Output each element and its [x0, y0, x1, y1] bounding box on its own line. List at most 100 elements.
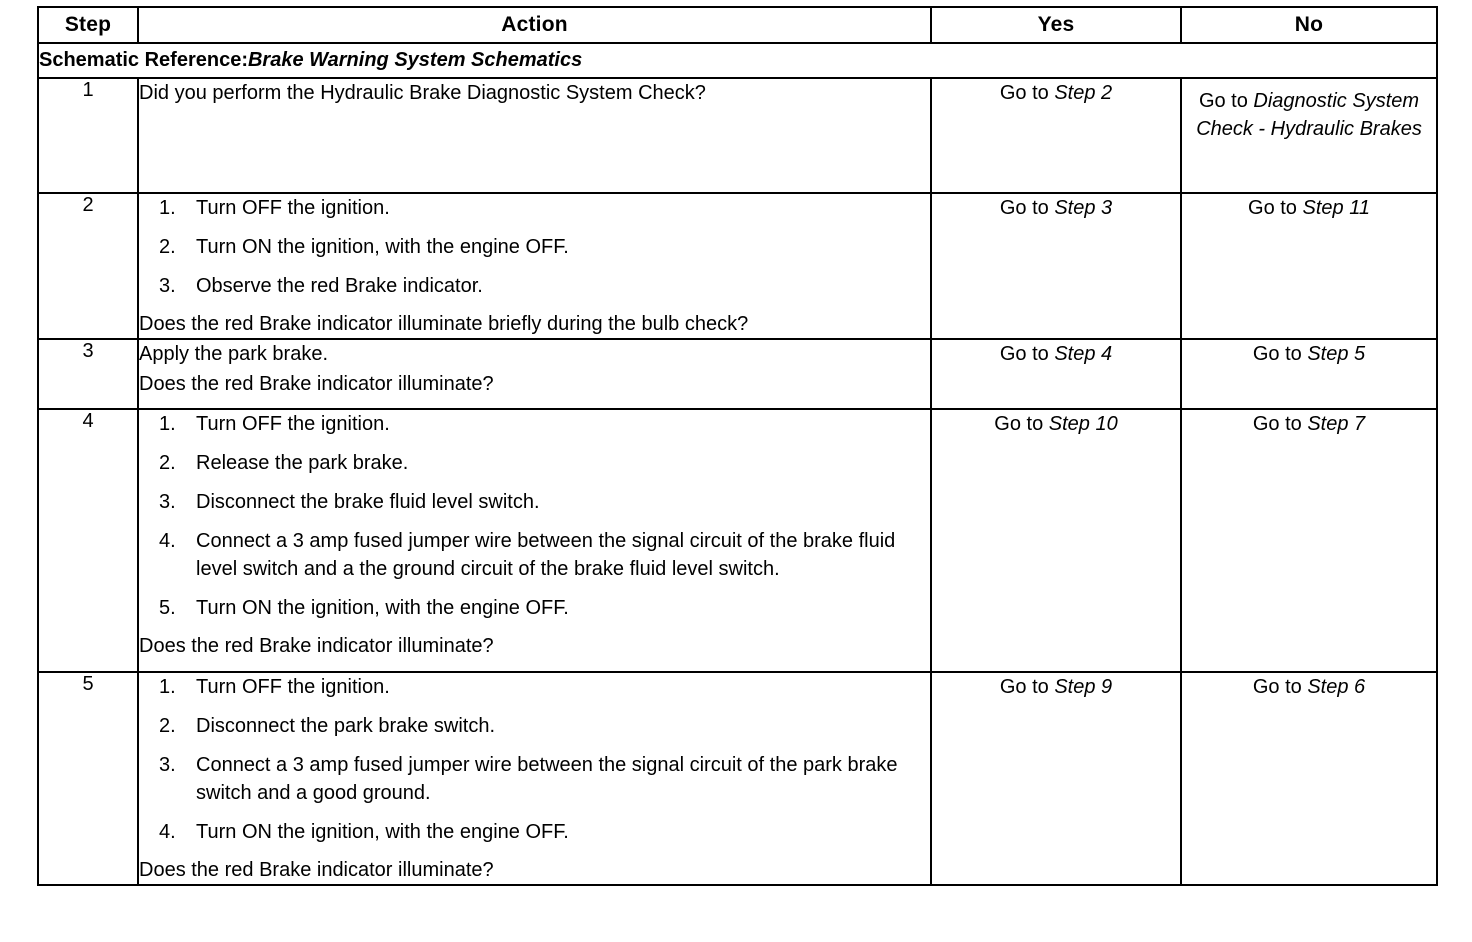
no-goto-target: Step 11	[1302, 197, 1370, 219]
action-question-text: Does the red Brake indicator illuminate?	[139, 859, 494, 881]
action-cell: Did you perform the Hydraulic Brake Diag…	[137, 77, 932, 194]
list-item-number: 3.	[159, 275, 176, 297]
list-item-text: Turn ON the ignition, with the engine OF…	[196, 821, 569, 843]
yes-result-cell: Go to Step 2	[930, 77, 1182, 194]
yes-goto-prefix: Go to	[994, 413, 1049, 435]
list-item-number: 5.	[159, 597, 176, 619]
column-header-no: No	[1180, 6, 1438, 44]
yes-goto-target: Step 2	[1054, 82, 1113, 104]
no-goto-target: Step 7	[1307, 413, 1366, 435]
no-goto-prefix: Go to	[1252, 343, 1308, 365]
list-item-text: Turn OFF the ignition.	[196, 413, 390, 435]
step-number-cell: 4	[37, 408, 139, 673]
list-item: 2. Release the park brake.	[139, 449, 930, 477]
list-item-text: Observe the red Brake indicator.	[196, 275, 483, 297]
no-goto-prefix: Go to	[1198, 90, 1254, 112]
action-cell: 1. Turn OFF the ignition. 2. Turn ON the i…	[137, 192, 932, 340]
no-goto-target: Step 5	[1307, 343, 1366, 365]
no-result-cell: Go to Step 11	[1180, 192, 1438, 340]
list-item: 4. Turn ON the ignition, with the engine …	[139, 818, 930, 846]
action-intro-text: Apply the park brake.	[139, 343, 328, 365]
list-item: 1. Turn OFF the ignition.	[139, 410, 930, 438]
list-item-number: 1.	[159, 413, 176, 435]
action-step-list: 1. Turn OFF the ignition. 2. Turn ON the i…	[139, 194, 930, 300]
yes-goto-prefix: Go to	[999, 82, 1055, 104]
list-item-number: 3.	[159, 491, 176, 513]
step-number-cell: 5	[37, 671, 139, 886]
action-question-text: Does the red Brake indicator illuminate …	[139, 313, 749, 335]
table-row: 4 1. Turn OFF the ignition. 2. Release the…	[37, 408, 1438, 673]
schematic-reference-row: Schematic Reference:Brake Warning System…	[37, 42, 1438, 79]
yes-goto-target: Step 9	[1054, 676, 1113, 698]
no-goto-target: Diagnostic System Check - Hydraulic Brak…	[1196, 90, 1422, 141]
list-item-text: Turn OFF the ignition.	[196, 676, 390, 698]
no-result-cell: Go to Step 6	[1180, 671, 1438, 886]
table-row: 2 1. Turn OFF the ignition. 2. Turn ON the…	[37, 192, 1438, 340]
list-item-text: Turn ON the ignition, with the engine OF…	[196, 597, 569, 619]
list-item: 1. Turn OFF the ignition.	[139, 673, 930, 701]
table-row: 3 Apply the park brake. Does the red Bra…	[37, 338, 1438, 410]
action-step-list: 1. Turn OFF the ignition. 2. Release the p…	[139, 410, 930, 622]
yes-goto-prefix: Go to	[999, 676, 1055, 698]
yes-result-cell: Go to Step 3	[930, 192, 1182, 340]
list-item-text: Disconnect the park brake switch.	[196, 715, 496, 737]
no-goto-prefix: Go to	[1248, 197, 1303, 219]
list-item-text: Connect a 3 amp fused jumper wire betwee…	[196, 530, 896, 580]
action-cell: 1. Turn OFF the ignition. 2. Release the p…	[137, 408, 932, 673]
step-number-cell: 1	[37, 77, 139, 194]
list-item-text: Turn ON the ignition, with the engine OF…	[196, 236, 569, 258]
column-header-yes: Yes	[930, 6, 1182, 44]
yes-goto-target: Step 4	[1054, 343, 1113, 365]
yes-goto-target: Step 10	[1048, 413, 1118, 435]
no-goto-prefix: Go to	[1252, 676, 1308, 698]
step-number-cell: 3	[37, 338, 139, 410]
list-item-text: Release the park brake.	[196, 452, 409, 474]
list-item-number: 2.	[159, 452, 176, 474]
list-item-number: 3.	[159, 754, 176, 776]
yes-goto-target: Step 3	[1054, 197, 1113, 219]
column-header-action: Action	[137, 6, 932, 44]
no-goto-prefix: Go to	[1252, 413, 1308, 435]
list-item: 5. Turn ON the ignition, with the engine …	[139, 594, 930, 622]
list-item: 3. Connect a 3 amp fused jumper wire betw…	[139, 751, 930, 807]
list-item: 3. Observe the red Brake indicator.	[139, 272, 930, 300]
list-item: 4. Connect a 3 amp fused jumper wire betw…	[139, 527, 930, 583]
yes-result-cell: Go to Step 9	[930, 671, 1182, 886]
list-item-number: 1.	[159, 676, 176, 698]
list-item: 3. Disconnect the brake fluid level switc…	[139, 488, 930, 516]
diagnostic-procedure-table: Step Action Yes No Schematic Reference:B…	[37, 6, 1438, 886]
table-header-row: Step Action Yes No	[37, 6, 1438, 44]
yes-goto-prefix: Go to	[999, 197, 1055, 219]
action-question-text: Does the red Brake indicator illuminate?	[139, 635, 494, 657]
action-question-text: Does the red Brake indicator illuminate?	[139, 373, 494, 395]
action-intro-text: Did you perform the Hydraulic Brake Diag…	[139, 82, 706, 104]
list-item-number: 2.	[159, 236, 176, 258]
no-result-cell: Go to Step 7	[1180, 408, 1438, 673]
list-item-number: 4.	[159, 530, 176, 552]
table-row: 5 1. Turn OFF the ignition. 2. Disconnect …	[37, 671, 1438, 886]
no-result-cell: Go to Diagnostic System Check - Hydrauli…	[1180, 77, 1438, 194]
no-result-cell: Go to Step 5	[1180, 338, 1438, 410]
schematic-reference-cell: Schematic Reference:Brake Warning System…	[37, 42, 1438, 79]
step-number-cell: 2	[37, 192, 139, 340]
list-item: 2. Disconnect the park brake switch.	[139, 712, 930, 740]
list-item-text: Disconnect the brake fluid level switch.	[196, 491, 540, 513]
action-cell: 1. Turn OFF the ignition. 2. Disconnect th…	[137, 671, 932, 886]
no-goto-target: Step 6	[1307, 676, 1366, 698]
column-header-step: Step	[37, 6, 139, 44]
list-item-number: 2.	[159, 715, 176, 737]
list-item-number: 1.	[159, 197, 176, 219]
list-item-number: 4.	[159, 821, 176, 843]
list-item: 1. Turn OFF the ignition.	[139, 194, 930, 222]
action-cell: Apply the park brake. Does the red Brake…	[137, 338, 932, 410]
list-item-text: Connect a 3 amp fused jumper wire betwee…	[196, 754, 898, 804]
yes-goto-prefix: Go to	[999, 343, 1055, 365]
yes-result-cell: Go to Step 4	[930, 338, 1182, 410]
list-item: 2. Turn ON the ignition, with the engine …	[139, 233, 930, 261]
list-item-text: Turn OFF the ignition.	[196, 197, 390, 219]
schematic-reference-label: Schematic Reference:	[39, 49, 248, 71]
table-row: 1 Did you perform the Hydraulic Brake Di…	[37, 77, 1438, 194]
schematic-reference-value: Brake Warning System Schematics	[247, 49, 583, 71]
yes-result-cell: Go to Step 10	[930, 408, 1182, 673]
